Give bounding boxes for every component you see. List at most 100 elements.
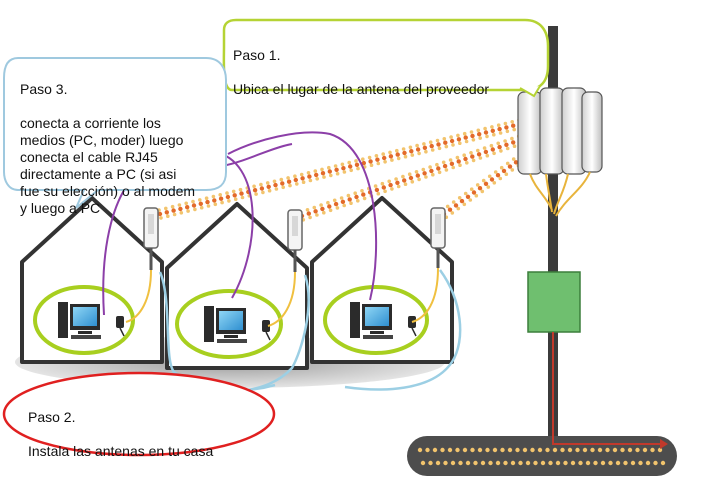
signal-dot — [373, 184, 378, 188]
signal-dot — [394, 177, 398, 181]
fiber-dot — [597, 447, 603, 453]
arrow-head-icon — [660, 439, 668, 449]
signal-dot — [261, 190, 265, 195]
signal-dot — [415, 147, 421, 152]
signal-dot — [225, 194, 231, 200]
signal-dot — [288, 183, 292, 188]
signal-dot — [402, 178, 407, 183]
signal-dot — [179, 211, 184, 215]
signal-dot — [380, 181, 385, 186]
signal-dot — [435, 162, 439, 167]
signal-dot — [374, 154, 379, 158]
fiber-dot — [525, 460, 531, 466]
signal-dot — [455, 155, 460, 160]
signal-dot — [442, 163, 448, 169]
signal-dot — [157, 211, 163, 217]
signal-dot — [293, 174, 297, 178]
signal-dot — [172, 212, 177, 217]
step1-note: Paso 1. Ubica el lugar de la antena del … — [233, 30, 533, 115]
fiber-dot — [510, 460, 516, 466]
signal-dot — [483, 181, 489, 186]
signal-dot — [320, 206, 325, 212]
signal-dot — [490, 125, 494, 129]
signal-dot — [212, 198, 217, 203]
signal-dot — [273, 182, 278, 188]
signal-dot — [381, 152, 386, 156]
signal-dot — [431, 172, 435, 177]
signal-dot — [239, 191, 244, 196]
equipment-highlight — [175, 289, 283, 359]
signal-dot — [354, 159, 358, 163]
signal-dot — [361, 160, 366, 166]
signal-dot — [449, 161, 455, 166]
fiber-dot — [470, 447, 475, 453]
signal-dot — [240, 195, 245, 200]
fiber-dot — [440, 447, 445, 453]
signal-dot — [286, 176, 290, 180]
fiber-dot — [642, 447, 648, 453]
fiber-dot — [593, 460, 598, 466]
signal-dot — [388, 150, 392, 155]
signal-dot — [436, 142, 441, 147]
signal-dot — [231, 189, 236, 194]
tower-icon — [517, 26, 603, 446]
signal-dot — [422, 142, 426, 146]
signal-dot — [408, 175, 414, 181]
signal-dot — [402, 150, 407, 156]
signal-dot — [340, 199, 346, 204]
computer-icon — [58, 302, 101, 339]
signal-dot — [368, 159, 373, 164]
signal-dot — [453, 203, 459, 208]
signal-dot — [356, 199, 360, 203]
fiber-dot — [575, 447, 580, 453]
signal-dot — [198, 201, 203, 206]
signal-dot — [166, 214, 170, 218]
signal-dot — [286, 179, 292, 184]
fiber-dot — [420, 460, 426, 466]
signal-dot — [206, 204, 211, 208]
signal-dot — [305, 208, 310, 212]
signal-dot — [451, 143, 455, 147]
signal-dot — [456, 206, 461, 211]
signal-dot — [314, 172, 319, 178]
signal-dot — [429, 143, 434, 149]
signal-dot — [301, 180, 306, 184]
signal-dot — [205, 199, 210, 205]
signal-dot — [295, 182, 299, 186]
signal-dot — [462, 153, 467, 157]
signal-dot — [444, 168, 449, 172]
step3-callout — [3, 57, 227, 209]
fiber-dot — [462, 447, 468, 453]
signal-dot — [450, 211, 455, 215]
signal-dot — [463, 135, 468, 140]
signal-dot — [387, 179, 392, 184]
signal-dot — [512, 127, 516, 132]
signal-dot — [447, 207, 453, 212]
signal-dot — [327, 169, 332, 174]
signal-dot — [408, 145, 413, 150]
fiber-dot — [653, 460, 658, 466]
computer-icon — [204, 306, 247, 343]
fiber-dot — [465, 460, 471, 466]
signal-dot — [410, 180, 415, 184]
signal-dot — [504, 125, 509, 130]
antenna-icon — [143, 207, 159, 270]
signal-dot — [445, 204, 450, 209]
fiber-dot — [567, 447, 573, 453]
signal-dot — [469, 130, 474, 134]
signal-dot — [495, 173, 501, 178]
signal-dot — [428, 140, 433, 144]
signal-dot — [178, 206, 183, 212]
signal-dot — [410, 153, 415, 157]
signal-dot — [332, 198, 337, 203]
signal-dot — [354, 194, 359, 200]
signal-dot — [429, 168, 434, 174]
signal-dot — [493, 170, 498, 174]
signal-dot — [417, 177, 421, 182]
signal-dot — [213, 202, 218, 207]
fiber-dot — [645, 460, 651, 466]
signal-dot — [499, 149, 503, 153]
signal-dot — [164, 210, 169, 215]
rj45-cable — [227, 131, 378, 301]
